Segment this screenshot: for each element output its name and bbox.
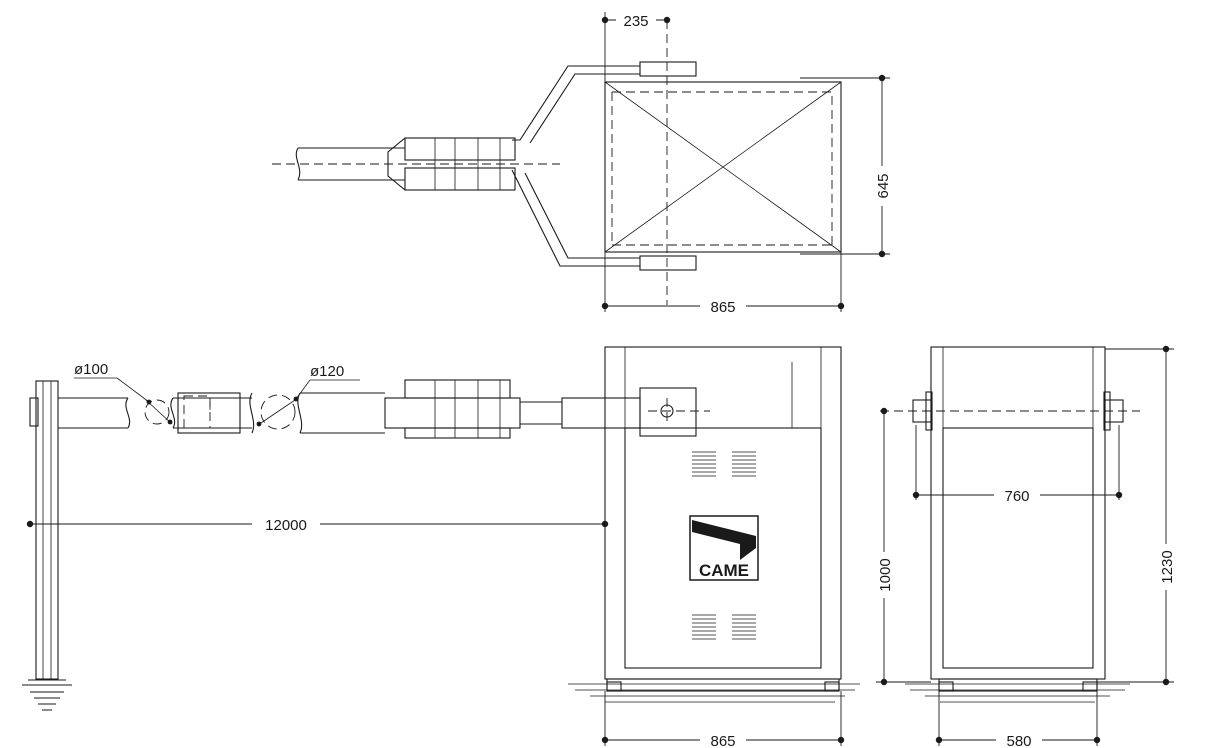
- dim-865-top-end-a: [601, 302, 609, 310]
- section-symbol-large-line: [257, 397, 299, 426]
- cabinet-ground: [568, 683, 860, 703]
- section-symbol-large-leader: [295, 379, 311, 400]
- dim-side-total-height: 1230: [1159, 550, 1176, 583]
- cabinet-vents-lower: [692, 614, 756, 640]
- top-view-arm-upper-outer: [512, 65, 640, 141]
- dim-12000-end-b: [601, 520, 609, 528]
- dim-top-depth: 645: [875, 173, 892, 198]
- dim-1230-end-a: [1162, 345, 1170, 353]
- support-post-bracket: [29, 397, 39, 427]
- dim-865-bottom-end-b: [837, 736, 845, 744]
- came-logo: CAME: [689, 515, 759, 581]
- beam-clamp-bottom: [404, 427, 511, 439]
- top-view-beam-clamp-upper: [404, 137, 516, 161]
- dim-12000-label-bg: [252, 515, 320, 533]
- cabinet-base: [606, 678, 840, 692]
- top-view-arm-lower-inner: [524, 172, 640, 259]
- side-view-ground: [905, 683, 1130, 703]
- cabinet-foot-left: [606, 681, 622, 692]
- dim-diameter-small: ø100: [74, 361, 108, 378]
- dim-580-label-bg: [996, 731, 1042, 748]
- beam-clamp-top: [404, 379, 511, 399]
- section-symbol-small: [144, 399, 170, 425]
- dim-865-bottom-end-a: [601, 736, 609, 744]
- dim-645-end-b: [878, 250, 886, 258]
- top-view-arm-lower-outer: [511, 169, 640, 267]
- dim-side-height-axis: 1000: [877, 558, 894, 591]
- dim-645-end-a: [878, 74, 886, 82]
- top-view-housing: [604, 81, 842, 253]
- dim-865-top-label-bg: [700, 297, 746, 315]
- dim-760-end-a: [912, 491, 920, 499]
- came-logo-mark: [692, 520, 756, 560]
- cabinet-foot-right: [824, 681, 840, 692]
- side-view: 760 1000 1230 580: [874, 345, 1176, 748]
- top-view-clamp-bottom: [639, 255, 697, 271]
- dim-12000-end-a: [26, 520, 34, 528]
- cabinet-vents-upper: [692, 451, 756, 477]
- dim-235-end-b: [663, 16, 671, 24]
- section-symbol-small-leader: [116, 377, 150, 403]
- beam-break-1: [125, 397, 131, 429]
- top-view-inner-outline: [611, 91, 833, 246]
- side-view-panel: [942, 427, 1094, 669]
- support-post: [35, 380, 59, 680]
- side-view-flange-left-collar: [925, 391, 933, 431]
- top-view-arm-upper-inner: [529, 73, 640, 144]
- top-view-clamp-taper: [387, 137, 406, 191]
- dim-580-end-b: [1093, 736, 1101, 744]
- dim-760-end-b: [1115, 491, 1123, 499]
- dim-1230-label-bg: [1156, 544, 1176, 590]
- section-symbol-large-end-a: [256, 421, 262, 427]
- top-view: 235 645 865: [272, 11, 892, 316]
- side-view-foot-right: [1082, 681, 1098, 692]
- dim-side-inner-width: 760: [1004, 488, 1029, 505]
- side-view-flange-right-collar: [1103, 391, 1111, 431]
- beam-break-4: [297, 392, 303, 434]
- cabinet-door: [624, 427, 822, 669]
- dim-beam-length: 12000: [265, 517, 307, 534]
- dim-front-width: 865: [710, 733, 735, 748]
- top-view-beam-break: [295, 147, 301, 181]
- section-symbol-small-end-b: [167, 419, 173, 425]
- section-symbol-large: [260, 394, 296, 430]
- beam-joint: [177, 392, 241, 434]
- beam-joint-hidden-outline: [183, 395, 211, 429]
- dim-235-label-bg: [616, 11, 656, 29]
- dim-1230-end-b: [1162, 678, 1170, 686]
- side-view-foot-left: [938, 681, 954, 692]
- dim-top-offset: 235: [623, 13, 648, 30]
- dim-diameter-large: ø120: [310, 363, 344, 380]
- beam-break-2: [170, 397, 176, 429]
- came-logo-text: CAME: [699, 561, 749, 580]
- cabinet-hub: [639, 387, 697, 437]
- beam-arm: [561, 397, 641, 429]
- dim-1000-label-bg: [874, 552, 894, 598]
- dim-580-end-a: [935, 736, 943, 744]
- dim-865-top-end-b: [837, 302, 845, 310]
- beam-break-3: [249, 392, 255, 434]
- top-view-diagonal-b: [604, 81, 842, 253]
- dim-top-width: 865: [710, 299, 735, 316]
- top-view-beam-clamp-lower: [404, 167, 516, 191]
- dim-760-label-bg: [994, 486, 1040, 504]
- dim-645-label-bg: [872, 166, 892, 206]
- side-view-flange-right: [1104, 399, 1124, 423]
- side-view-body: [930, 346, 1106, 680]
- support-post-ground: [22, 679, 72, 711]
- dim-1000-end-a: [880, 407, 888, 415]
- dim-side-base-width: 580: [1006, 733, 1031, 748]
- side-view-base: [938, 678, 1098, 692]
- dim-1000-end-b: [880, 678, 888, 686]
- dim-865-bottom-label-bg: [700, 731, 746, 748]
- came-logo-frame: [689, 515, 759, 581]
- section-symbol-small-line: [145, 399, 173, 425]
- top-view-clamp-top: [639, 61, 697, 77]
- front-view: ø100 ø120: [22, 346, 860, 748]
- side-view-flange-left: [912, 399, 932, 423]
